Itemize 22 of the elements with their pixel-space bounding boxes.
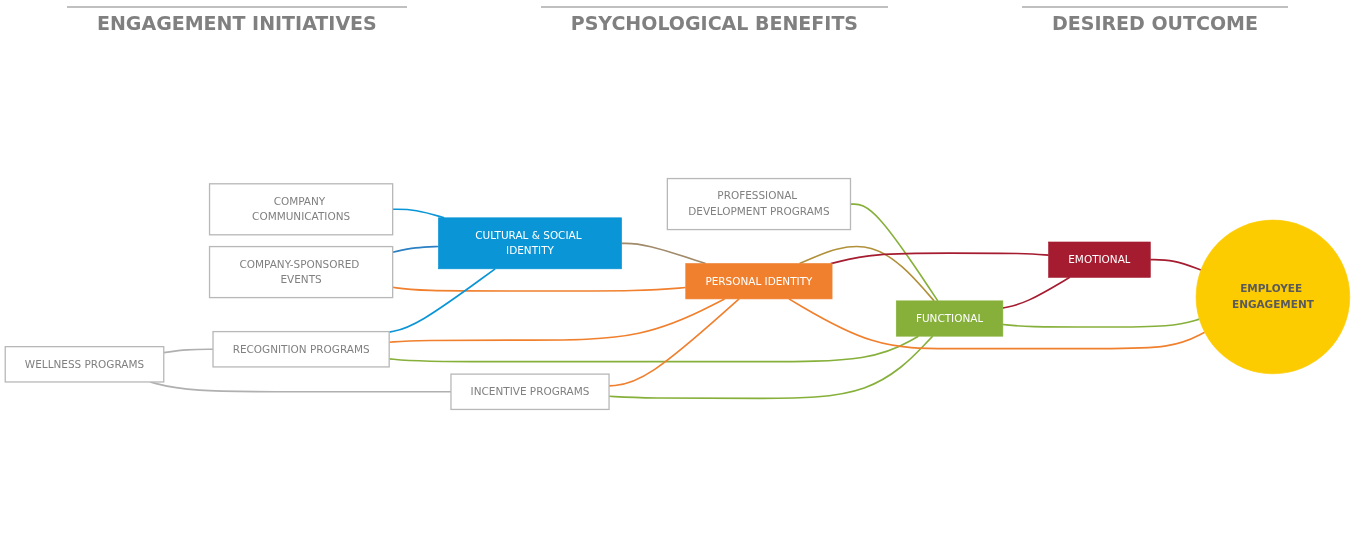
connector — [829, 252, 1050, 265]
connector — [1149, 258, 1202, 271]
connector — [1002, 276, 1071, 309]
node-box: COMPANY COMMUNICATIONS — [208, 183, 394, 236]
node-box: COMPANY-SPONSORED EVENTS — [208, 245, 394, 299]
connector — [620, 242, 707, 265]
node-box: FUNCTIONAL — [895, 300, 1004, 337]
column-heading: DESIRED OUTCOME — [1021, 6, 1288, 38]
node-box: RECOGNITION PROGRAMS — [212, 330, 390, 368]
node-box: WELLNESS PROGRAMS — [4, 346, 165, 383]
connector — [1002, 318, 1201, 328]
node-box: INCENTIVE PROGRAMS — [450, 373, 610, 411]
column-heading: ENGAGEMENT INITIATIVES — [66, 6, 407, 38]
node-box: PERSONAL IDENTITY — [685, 263, 833, 300]
node-box: PROFESSIONAL DEVELOPMENT PROGRAMS — [666, 177, 852, 231]
connector — [798, 245, 935, 302]
node-box: EMOTIONAL — [1048, 241, 1151, 278]
node-box: CULTURAL & SOCIAL IDENTITY — [438, 217, 622, 270]
connector — [388, 268, 496, 333]
connector — [788, 298, 1206, 350]
node-circle: EMPLOYEE ENGAGEMENT — [1195, 219, 1351, 375]
column-heading: PSYCHOLOGICAL BENEFITS — [540, 6, 889, 38]
